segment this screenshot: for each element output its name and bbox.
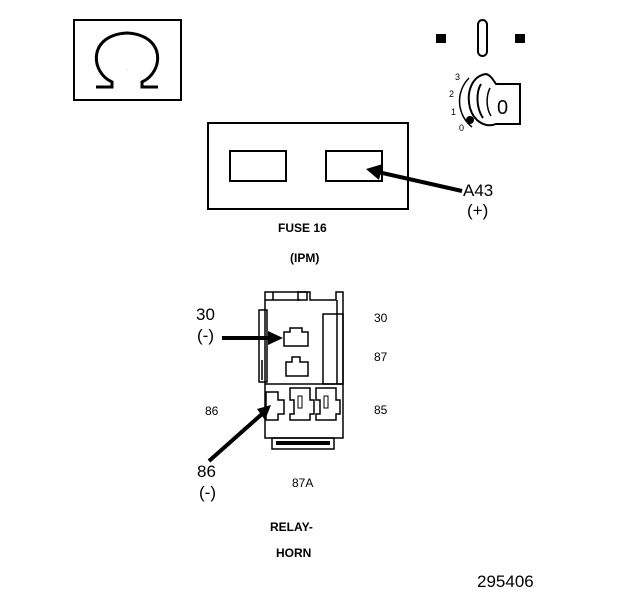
relay-pin-85-label: 85 (374, 403, 388, 417)
relay-pin-30-slot (283, 327, 309, 347)
relay-callout-86-polarity: (-) (199, 483, 216, 502)
arrow-head-icon (366, 164, 383, 180)
relay-pin-87a-label: 87A (292, 476, 313, 490)
ignition-pos-0: 0 (459, 123, 464, 133)
relay-pin-30-label: 30 (374, 311, 388, 325)
switch-dot-right (515, 34, 525, 43)
fuse-terminal-left (229, 150, 287, 182)
fuse-terminal-polarity: (+) (467, 201, 488, 220)
relay-pin-86-slot (265, 391, 285, 421)
arrow-head-icon (268, 331, 283, 345)
fuse-subtitle: (IPM) (290, 251, 319, 265)
ignition-switch: 3 2 1 0 0 (436, 19, 525, 133)
relay-pin-87-label: 87 (374, 350, 388, 364)
relay-horn: 30 (-) 86 (-) 86 30 87 85 87A RELAY- HOR… (196, 291, 388, 560)
relay-callout-30-polarity: (-) (197, 326, 214, 345)
ignition-pos-3: 3 (455, 72, 460, 82)
ignition-pos-2: 2 (449, 89, 454, 99)
key-icon (467, 72, 521, 127)
ignition-pos-1: 1 (451, 107, 456, 117)
ohmmeter-symbol: Ω (73, 19, 182, 101)
arrow-head-icon (257, 405, 271, 420)
relay-callout-86: 86 (197, 462, 216, 481)
relay-pin-87a-slot (289, 387, 315, 421)
relay-pin-86-label: 86 (205, 404, 219, 418)
relay-title: RELAY- (270, 520, 313, 534)
fuse-block: A43 (+) FUSE 16 (IPM) (207, 122, 493, 265)
fuse-probe-arrow (377, 170, 463, 193)
figure-id: 295406 (477, 572, 534, 591)
relay-pin-87-slot (285, 356, 309, 377)
relay-subtitle: HORN (276, 546, 311, 560)
omega-icon (94, 31, 160, 89)
fuse-title: FUSE 16 (278, 221, 327, 235)
fuse-terminal-right (325, 150, 383, 182)
relay-pin-85-slot (315, 387, 341, 421)
relay-callout-30: 30 (196, 305, 215, 324)
key-slot-icon (477, 19, 488, 57)
ohm-symbol-text: Ω (127, 69, 128, 71)
switch-dot-left (436, 34, 446, 43)
key-label: 0 (497, 97, 508, 119)
fuse-terminal-label: A43 (463, 181, 493, 200)
relay-probe-arrow-86 (207, 412, 264, 463)
ignition-position-dot (466, 116, 474, 124)
